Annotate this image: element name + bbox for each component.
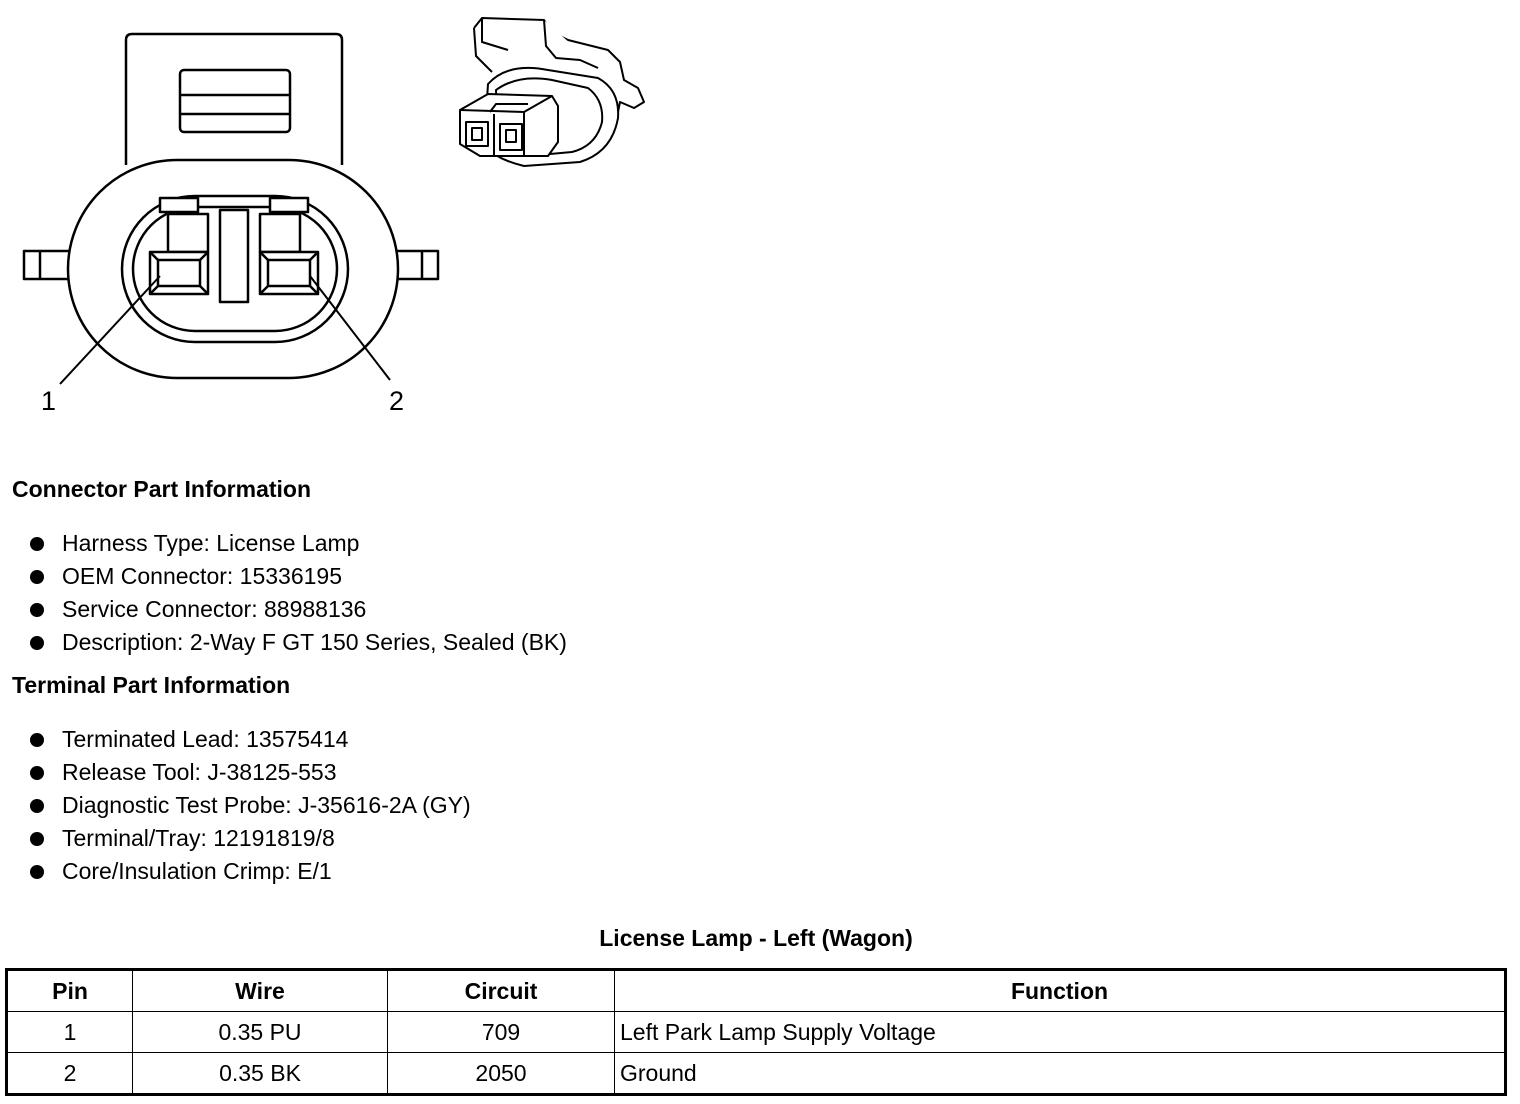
terminal-info-heading: Terminal Part Information <box>12 672 291 698</box>
cell-function: Ground <box>614 1052 1506 1095</box>
cell-circuit: 709 <box>387 1011 615 1053</box>
bullet-icon <box>30 732 44 747</box>
list-item: Terminal/Tray: 12191819/8 <box>30 822 471 855</box>
column-header-wire: Wire <box>132 969 388 1012</box>
bullet-icon <box>30 635 44 650</box>
list-item: Core/Insulation Crimp: E/1 <box>30 855 471 888</box>
bullet-icon <box>30 864 44 879</box>
column-header-pin: Pin <box>6 969 133 1012</box>
bullet-icon <box>30 569 44 584</box>
bullet-icon <box>30 765 44 780</box>
pin-label-2: 2 <box>389 386 404 416</box>
connector-info-list: Harness Type: License Lamp OEM Connector… <box>30 527 567 659</box>
cell-wire: 0.35 BK <box>132 1052 388 1095</box>
pin-label-1: 1 <box>41 386 56 416</box>
bullet-icon <box>30 602 44 617</box>
cell-pin: 1 <box>6 1011 133 1053</box>
table-header-row: Pin Wire Circuit Function <box>6 969 1506 1012</box>
list-item: Service Connector: 88988136 <box>30 593 567 626</box>
table-row: 2 0.35 BK 2050 Ground <box>6 1052 1506 1095</box>
list-item: OEM Connector: 15336195 <box>30 560 567 593</box>
terminal-info-list: Terminated Lead: 13575414 Release Tool: … <box>30 723 471 888</box>
pin-table-title: License Lamp - Left (Wagon) <box>599 925 913 951</box>
list-item: Terminated Lead: 13575414 <box>30 723 471 756</box>
bullet-icon <box>30 536 44 551</box>
list-item: Description: 2-Way F GT 150 Series, Seal… <box>30 626 567 659</box>
bullet-icon <box>30 831 44 846</box>
cell-function: Left Park Lamp Supply Voltage <box>614 1011 1506 1053</box>
pin-table: Pin Wire Circuit Function 1 0.35 PU 709 … <box>5 968 1507 1096</box>
list-item: Release Tool: J-38125-553 <box>30 756 471 789</box>
connector-face-diagram: 1 2 <box>22 32 440 416</box>
connector-isometric-diagram <box>459 17 645 167</box>
connector-info-heading: Connector Part Information <box>12 476 312 502</box>
column-header-function: Function <box>614 969 1506 1012</box>
bullet-icon <box>30 798 44 813</box>
cell-wire: 0.35 PU <box>132 1011 388 1053</box>
column-header-circuit: Circuit <box>387 969 615 1012</box>
cell-pin: 2 <box>6 1052 133 1095</box>
table-row: 1 0.35 PU 709 Left Park Lamp Supply Volt… <box>6 1011 1506 1053</box>
cell-circuit: 2050 <box>387 1052 615 1095</box>
list-item: Diagnostic Test Probe: J-35616-2A (GY) <box>30 789 471 822</box>
list-item: Harness Type: License Lamp <box>30 527 567 560</box>
